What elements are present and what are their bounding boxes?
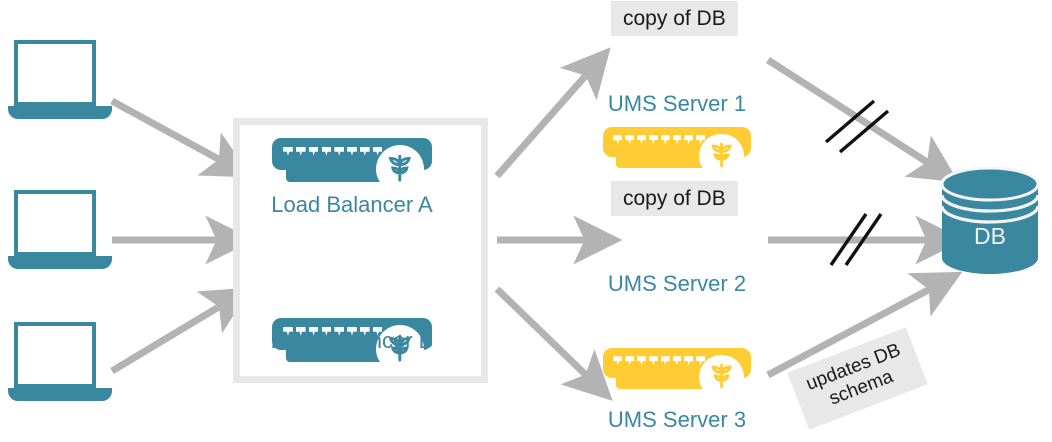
client-laptop-3[interactable] [8,322,112,406]
client-laptop-2[interactable] [8,190,112,274]
vendor-logo-icon [376,145,424,194]
wire-lb-to-ums3 [494,286,613,401]
break-mark-ums2-db [829,213,883,266]
load-balancer-b[interactable] [272,318,432,374]
wire-ums3-to-db [766,271,963,379]
laptop-base-icon [8,388,112,401]
break-mark-ums1-db [824,99,890,154]
vendor-logo-icon [699,354,744,399]
laptop-screen-icon [14,322,96,388]
wire-client3-to-lb [110,287,252,375]
laptop-screen-icon [14,190,96,256]
wire-ums1-to-db [766,57,959,183]
load-balancer-a-label: Load Balancer A [271,192,433,217]
appliance-ports-icon [613,135,706,145]
laptop-base-icon [8,256,112,269]
ums-server-1-label: UMS Server 1 [607,91,747,116]
ums-server-3-label: UMS Server 3 [607,407,747,432]
database-label: DB [974,223,1006,249]
appliance-ports-icon [283,146,383,156]
wire-client1-to-lb [110,97,253,178]
appliance-ports-icon [283,326,383,336]
ums-server-1[interactable] [603,127,751,178]
ums-server-2[interactable] [603,348,751,399]
laptop-screen-icon [14,40,96,106]
ums-server-2-label: UMS Server 2 [607,271,747,296]
database-node[interactable]: DB [940,167,1040,275]
appliance-ports-icon [613,356,706,366]
vendor-logo-icon [376,325,424,374]
vendor-logo-icon [699,133,744,178]
ums-server-1-tag: copy of DB [611,1,738,36]
client-laptop-1[interactable] [8,40,112,124]
wire-lb-to-ums1 [494,47,611,179]
load-balancer-a[interactable] [272,138,432,194]
load-balancer-b-label: Load Balancer B [270,328,434,353]
laptop-base-icon [8,106,112,119]
database-cylinder-icon [940,167,1040,274]
ums-server-2-tag: copy of DB [611,181,738,216]
